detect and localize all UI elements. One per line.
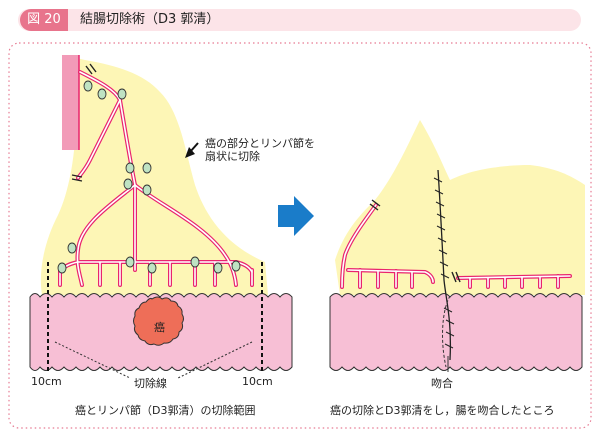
anastomosis-seam [442, 295, 451, 368]
cut-line-pointers [54, 341, 253, 379]
suture-stitches [433, 177, 455, 349]
cut-lines-left [47, 262, 263, 372]
tumor-label: 癌 [154, 321, 165, 334]
lymph-nodes [57, 80, 241, 274]
anastomosis-label: 吻合 [431, 377, 453, 390]
cut-line-label: 切除線 [134, 377, 167, 390]
tumor [133, 296, 184, 346]
ligation-marks-left [71, 63, 97, 182]
mesentery-left [40, 57, 268, 295]
figure-title: 結腸切除術（D3 郭清） [80, 12, 220, 27]
ligation-marks-right [369, 199, 461, 283]
figure-number-badge: 図 20 [20, 9, 68, 31]
right-caption: 癌の切除とD3郭清をし，腸を吻合したところ [330, 404, 555, 417]
left-caption: 癌とリンパ節（D3郭清）の切除範囲 [75, 404, 256, 417]
header-bar [18, 9, 581, 31]
mesentery-right-right-part [450, 165, 585, 295]
margin-right-label: 10cm [242, 375, 273, 388]
annotation-text: 癌の部分とリンパ節を 扇状に切除 [205, 137, 315, 163]
transition-arrow [278, 196, 314, 236]
mesentery-right-left-part [335, 120, 450, 295]
intestine-right [329, 293, 583, 371]
suture-line [437, 169, 452, 361]
margin-left-label: 10cm [31, 375, 62, 388]
aorta [62, 55, 79, 150]
